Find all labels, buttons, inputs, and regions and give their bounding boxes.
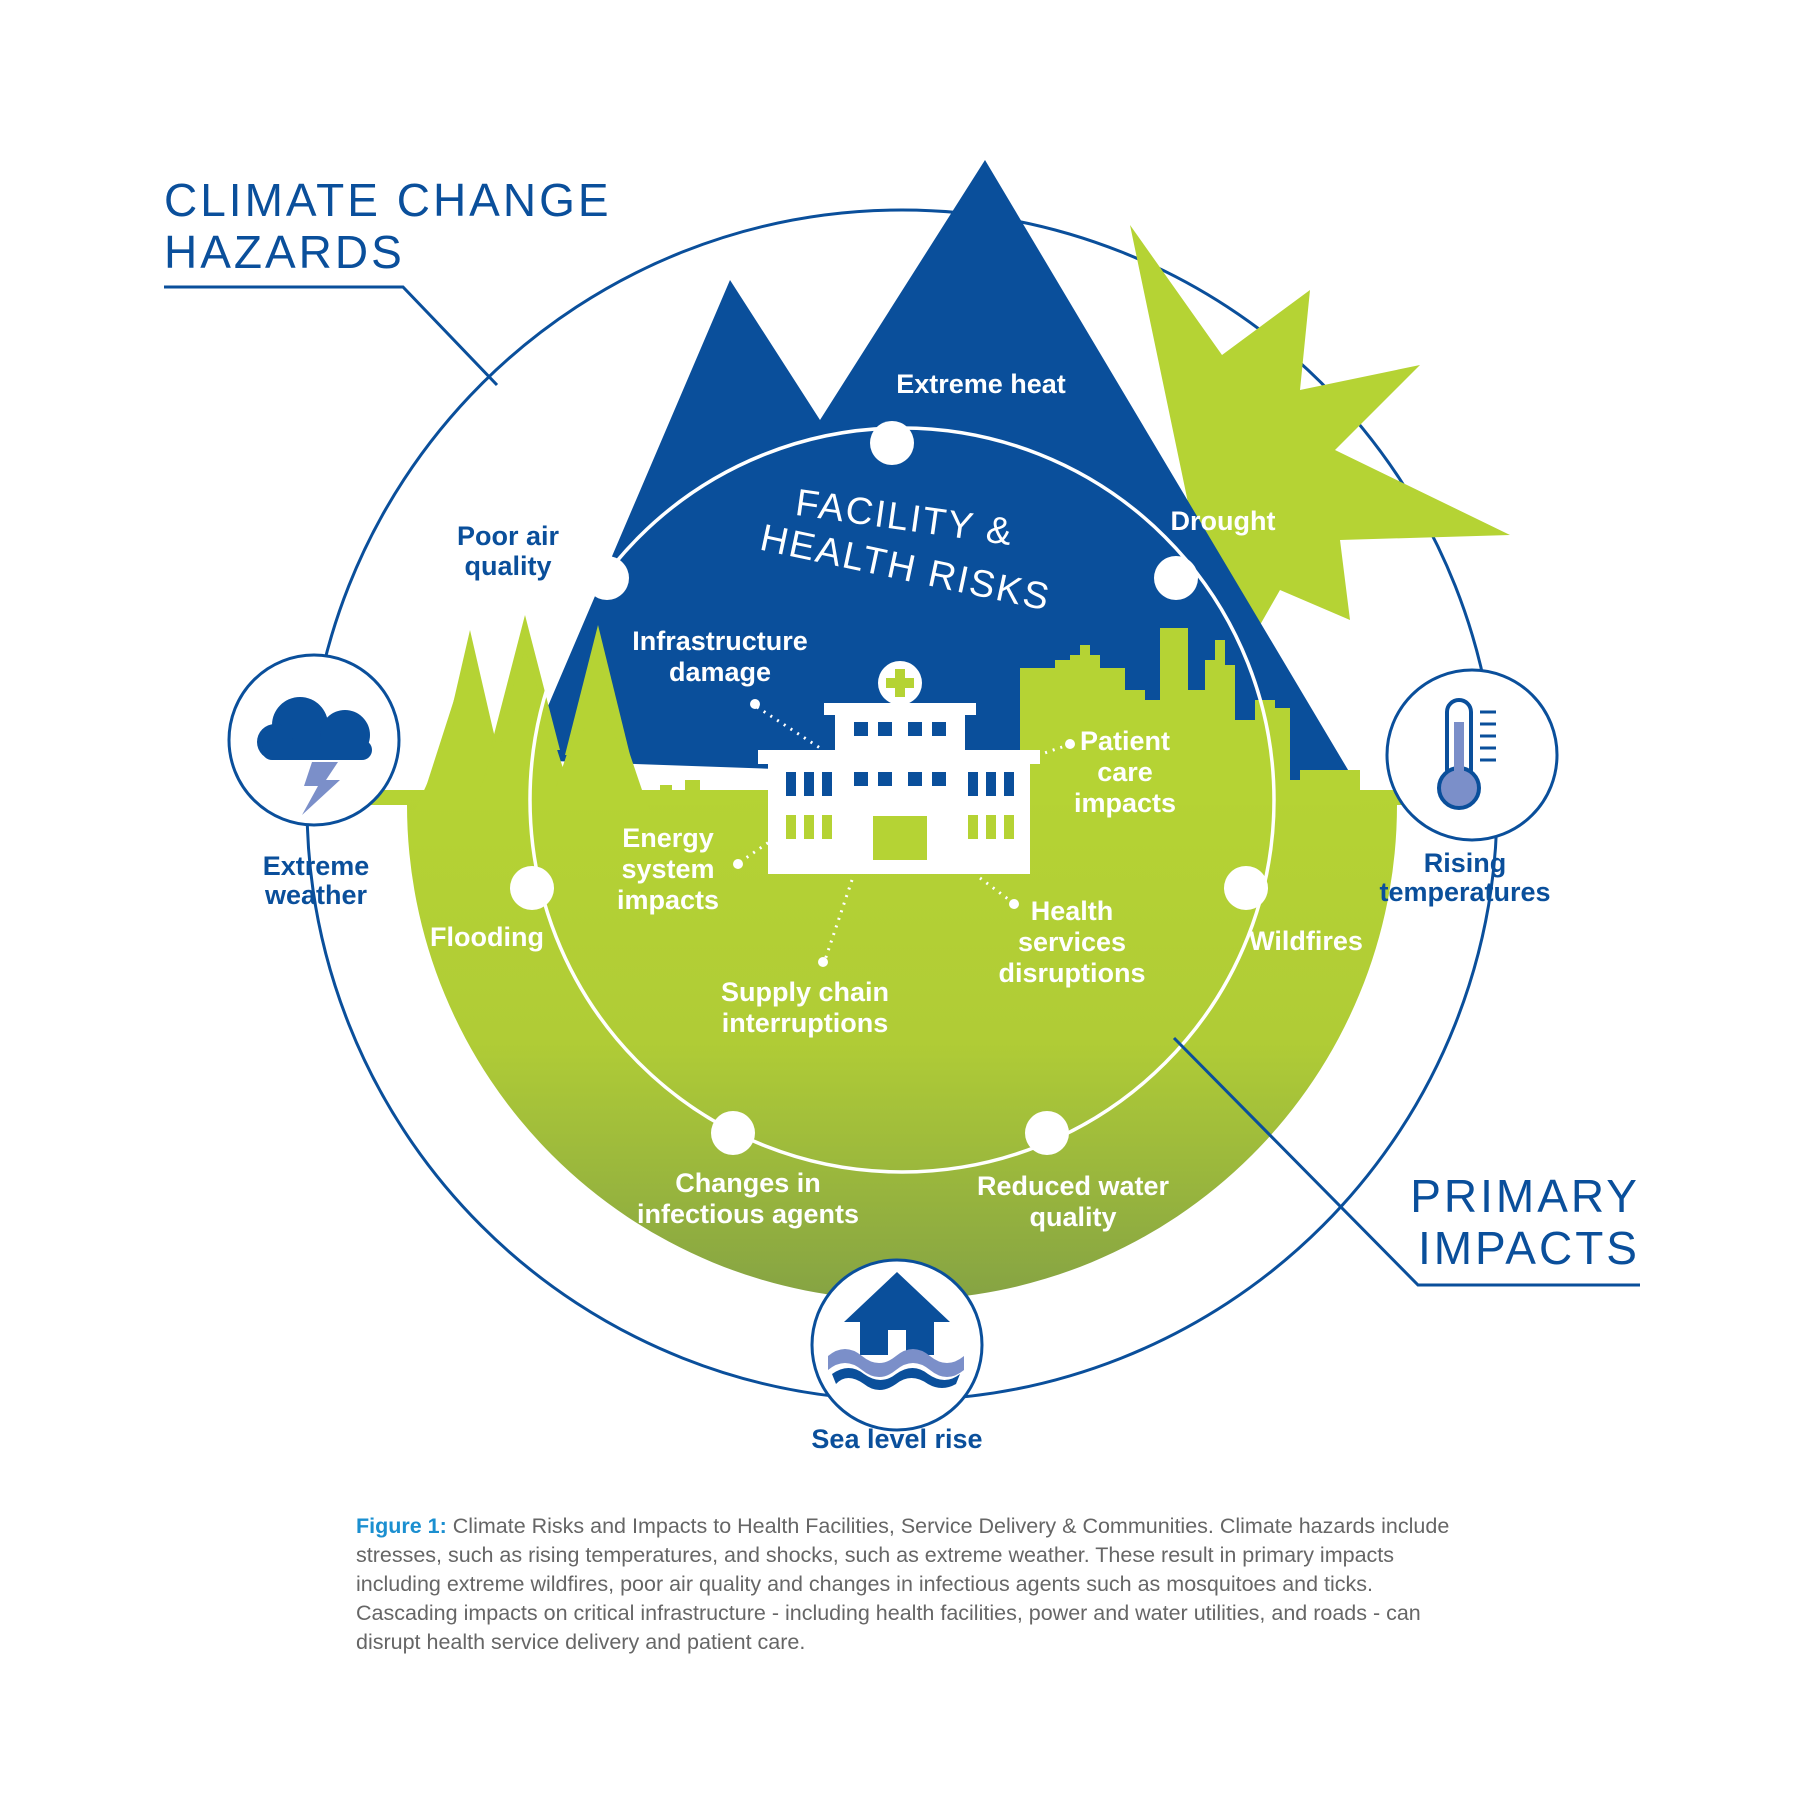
label-supply-line1: Supply chain [721, 977, 889, 1007]
label-patient-line2: care [1097, 757, 1153, 787]
hazard-extreme-weather [227, 653, 401, 827]
figure-caption: Figure 1: Climate Risks and Impacts to H… [356, 1512, 1476, 1657]
label-health-line2: services [1018, 927, 1126, 957]
connector-dots [733, 699, 1075, 967]
label-sea-level-rise: Sea level rise [811, 1424, 982, 1454]
hazards-leader-line [164, 285, 499, 387]
label-patient-line1: Patient [1080, 726, 1170, 756]
node-infectious [711, 1111, 755, 1155]
label-infrastructure-line2: damage [669, 657, 771, 687]
impacts-title-line1: PRIMARY [1410, 1170, 1640, 1222]
label-infectious-line2: infectious agents [637, 1199, 859, 1229]
label-flooding: Flooding [430, 922, 544, 952]
label-energy-line2: system [621, 854, 714, 884]
city-skyline [1020, 628, 1360, 805]
sun-icon [1130, 225, 1510, 660]
label-drought: Drought [1171, 506, 1276, 536]
label-water-line1: Reduced water [977, 1171, 1170, 1201]
label-infrastructure-line1: Infrastructure [632, 626, 808, 656]
storm-cloud-lightning-icon [257, 697, 372, 815]
landscape-scene [300, 160, 1520, 1300]
label-energy-line1: Energy [622, 823, 714, 853]
label-rising-temps-line1: Rising [1424, 848, 1507, 878]
node-wildfires [1224, 866, 1268, 910]
city-skyline-left [640, 780, 730, 805]
thermometer-icon [1437, 698, 1496, 810]
flooded-house-icon [828, 1272, 964, 1390]
label-supply-line2: interruptions [722, 1008, 889, 1038]
label-health-line3: disruptions [999, 958, 1146, 988]
hazards-title-line1: CLIMATE CHANGE [164, 174, 612, 226]
node-poor-air [585, 556, 629, 600]
label-rising-temps-line2: temperatures [1379, 877, 1550, 907]
connector-lines [739, 705, 1069, 961]
hospital-building [758, 661, 1040, 874]
label-extreme-weather-line2: weather [264, 880, 368, 910]
hazards-title-line2: HAZARDS [164, 226, 405, 278]
figure-label: Figure 1: [356, 1514, 447, 1538]
label-wildfires: Wildfires [1249, 926, 1363, 956]
hazard-rising-temperatures [1385, 668, 1559, 842]
node-water [1025, 1111, 1069, 1155]
label-infectious-line1: Changes in [675, 1168, 821, 1198]
label-water-line2: quality [1029, 1202, 1116, 1232]
impacts-title-line2: IMPACTS [1418, 1222, 1640, 1274]
label-health-line1: Health [1031, 896, 1114, 926]
hazard-sea-level-rise [810, 1258, 984, 1432]
tree-group [415, 615, 650, 810]
label-poor-air-line1: Poor air [457, 521, 560, 551]
label-extreme-weather-line1: Extreme [263, 851, 370, 881]
label-energy-line3: impacts [617, 885, 719, 915]
label-patient-line3: impacts [1074, 788, 1176, 818]
node-drought [1154, 556, 1198, 600]
node-flooding [510, 866, 554, 910]
label-extreme-heat: Extreme heat [896, 369, 1066, 399]
mountain-left [525, 160, 1360, 790]
label-poor-air-line2: quality [464, 551, 551, 581]
impacts-leader-line [1172, 1036, 1640, 1287]
caption-text: Climate Risks and Impacts to Health Faci… [356, 1514, 1450, 1654]
node-extreme-heat [870, 421, 914, 465]
